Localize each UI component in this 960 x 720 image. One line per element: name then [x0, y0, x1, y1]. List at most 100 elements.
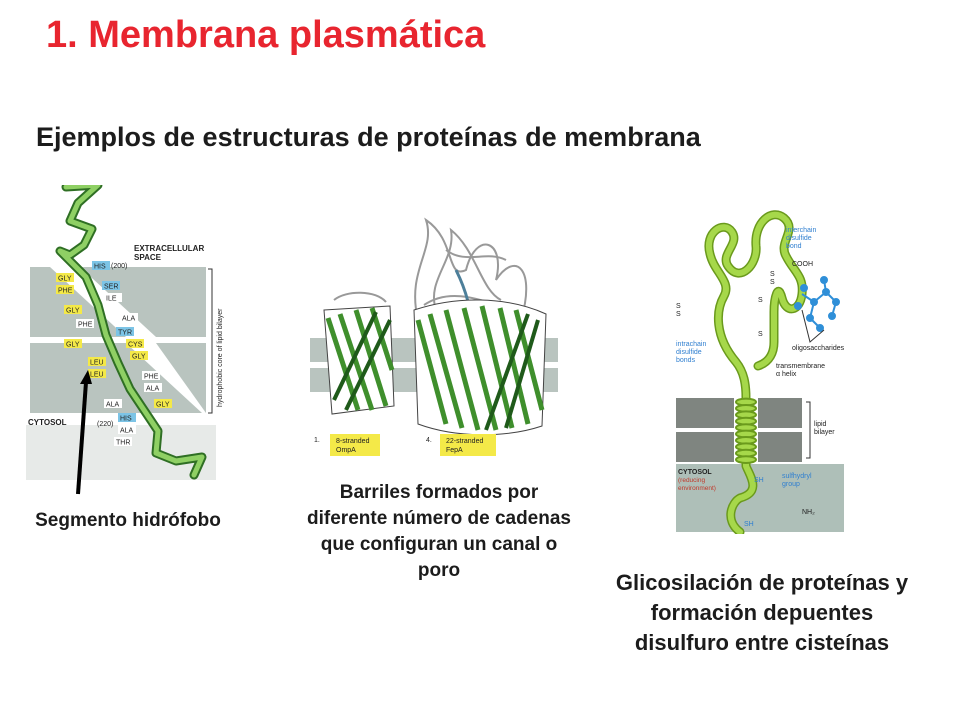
- sulfhydryl-label-2: group: [782, 481, 800, 488]
- transmembrane-label-2: α helix: [776, 371, 797, 378]
- residue-leu: LEU: [88, 369, 106, 379]
- residue-gly: GLY: [64, 339, 82, 349]
- residue-ala: ALA: [104, 399, 122, 409]
- s-intrachain-1: S: [676, 303, 681, 310]
- residue-ala: ALA: [120, 313, 138, 323]
- caption-barrels: Barriles formados por diferente número d…: [307, 482, 571, 581]
- svg-text:ALA: ALA: [122, 316, 136, 323]
- ompa-number: 1.: [314, 437, 320, 444]
- svg-text:PHE: PHE: [144, 374, 159, 381]
- svg-text:SER: SER: [104, 284, 118, 291]
- ompa-label-line2: OmpA: [336, 447, 356, 454]
- residue-cys: CYS: [126, 339, 144, 349]
- sh-label-2: SH: [744, 521, 754, 528]
- caption-hydrophobic-segment: Segmento hidrófobo: [35, 510, 221, 531]
- transmembrane-helix: [735, 397, 757, 465]
- residue-tyr: TYR: [116, 327, 134, 337]
- svg-text:GLY: GLY: [66, 308, 80, 315]
- residue-labels: HIS GLY SER PHE ILE GLY PHE ALA TYR GLY CYS GLY LEU L…: [56, 261, 172, 447]
- ompa-label-line1: 8-stranded: [336, 438, 370, 445]
- svg-text:HIS: HIS: [94, 264, 106, 271]
- sh-label-1: SH: [754, 477, 764, 484]
- oligosaccharides-label: oligosaccharides: [792, 345, 845, 352]
- svg-text:LEU: LEU: [90, 372, 104, 379]
- bilayer-block-bottom-left: [676, 432, 734, 462]
- svg-text:LEU: LEU: [90, 360, 104, 367]
- residue-ala: ALA: [144, 383, 162, 393]
- svg-text:PHE: PHE: [78, 322, 93, 329]
- extracellular-label-1: EXTRACELLULAR: [134, 244, 204, 253]
- residue-phe: PHE: [56, 285, 74, 295]
- intrachain-label-3: bonds: [676, 357, 696, 364]
- lipid-label-1: lipid: [814, 421, 827, 428]
- membrane-lower-leaflet-right: [156, 343, 206, 413]
- membrane-lower-leaflet: [30, 343, 202, 413]
- fepa-barrel: [413, 299, 547, 436]
- svg-text:GLY: GLY: [58, 276, 72, 283]
- slide-subtitle: Ejemplos de estructuras de proteínas de …: [36, 122, 701, 152]
- s-intrachain-4: S: [758, 331, 763, 338]
- fepa-label-line1: 22-stranded: [446, 438, 483, 445]
- oligosaccharide-pointer: [801, 309, 825, 343]
- svg-text:ILE: ILE: [106, 296, 117, 303]
- residue-ile: ILE: [104, 293, 122, 303]
- thr-residue-number: (220): [97, 421, 113, 428]
- bilayer-block-top-left: [676, 398, 734, 428]
- transmembrane-label-1: transmembrane: [776, 363, 825, 370]
- cytosol-label: CYTOSOL: [28, 418, 67, 427]
- svg-text:GLY: GLY: [132, 354, 146, 361]
- arrow-to-segment: [76, 370, 92, 495]
- residue-thr: THR: [114, 437, 132, 447]
- svg-text:GLY: GLY: [156, 402, 170, 409]
- svg-text:ALA: ALA: [146, 386, 160, 393]
- cytosol-label-3: CYTOSOL: [678, 469, 712, 476]
- intrachain-label-2: disulfide: [676, 349, 702, 356]
- figure-beta-barrels: 1. 8-stranded OmpA 4. 22-stranded FepA: [306, 210, 564, 468]
- interchain-label-3: bond: [786, 243, 802, 250]
- residue-his: HIS: [118, 413, 136, 423]
- extracellular-label-2: SPACE: [134, 253, 162, 262]
- fepa-label-box: [440, 434, 496, 456]
- s-interchain-2: S: [770, 279, 775, 286]
- svg-text:PHE: PHE: [58, 288, 73, 295]
- fepa-label-line2: FepA: [446, 447, 463, 454]
- svg-text:ALA: ALA: [120, 428, 134, 435]
- residue-ala: ALA: [118, 425, 136, 435]
- residue-phe: PHE: [76, 319, 94, 329]
- svg-text:GLY: GLY: [66, 342, 80, 349]
- residue-his: HIS: [92, 261, 110, 271]
- residue-gly: GLY: [154, 399, 172, 409]
- polypeptide-chain: [705, 211, 806, 534]
- s-intrachain-3: S: [758, 297, 763, 304]
- svg-text:ALA: ALA: [106, 402, 120, 409]
- cytosol-panel: [676, 464, 844, 532]
- ompa-label-box: [330, 434, 380, 456]
- s-interchain-1: S: [770, 271, 775, 278]
- protein-ribbon: [57, 185, 205, 478]
- lipid-bracket: [806, 401, 811, 459]
- svg-text:TYR: TYR: [118, 330, 132, 337]
- bilayer-block-top-right: [758, 398, 802, 428]
- cooh-label: COOH: [792, 261, 813, 268]
- slide-title: 1. Membrana plasmática: [46, 14, 486, 56]
- residue-gly: GLY: [56, 273, 74, 283]
- svg-text:CYS: CYS: [128, 342, 143, 349]
- residue-ser: SER: [102, 281, 120, 291]
- cytosol-region: [26, 425, 216, 480]
- bilayer-bracket: [208, 268, 213, 414]
- nh2-label: NH₂: [802, 509, 815, 516]
- interchain-label-2: disulfide: [786, 235, 812, 242]
- residue-phe: PHE: [142, 371, 160, 381]
- reducing-label-2: environment): [678, 485, 716, 492]
- residue-gly: GLY: [64, 305, 82, 315]
- intrachain-label-1: intrachain: [676, 341, 706, 348]
- svg-text:HIS: HIS: [120, 416, 132, 423]
- oligosaccharide-tree: [794, 276, 840, 332]
- helix-turn: [735, 455, 757, 465]
- figure-transmembrane-segment: EXTRACELLULAR SPACE CYTOSOL (200) (220) …: [26, 185, 234, 485]
- his-residue-number: (200): [111, 263, 127, 270]
- residue-leu: LEU: [88, 357, 106, 367]
- ompa-barrel: [323, 291, 395, 415]
- residue-gly: GLY: [130, 351, 148, 361]
- lipid-label-2: bilayer: [814, 429, 835, 436]
